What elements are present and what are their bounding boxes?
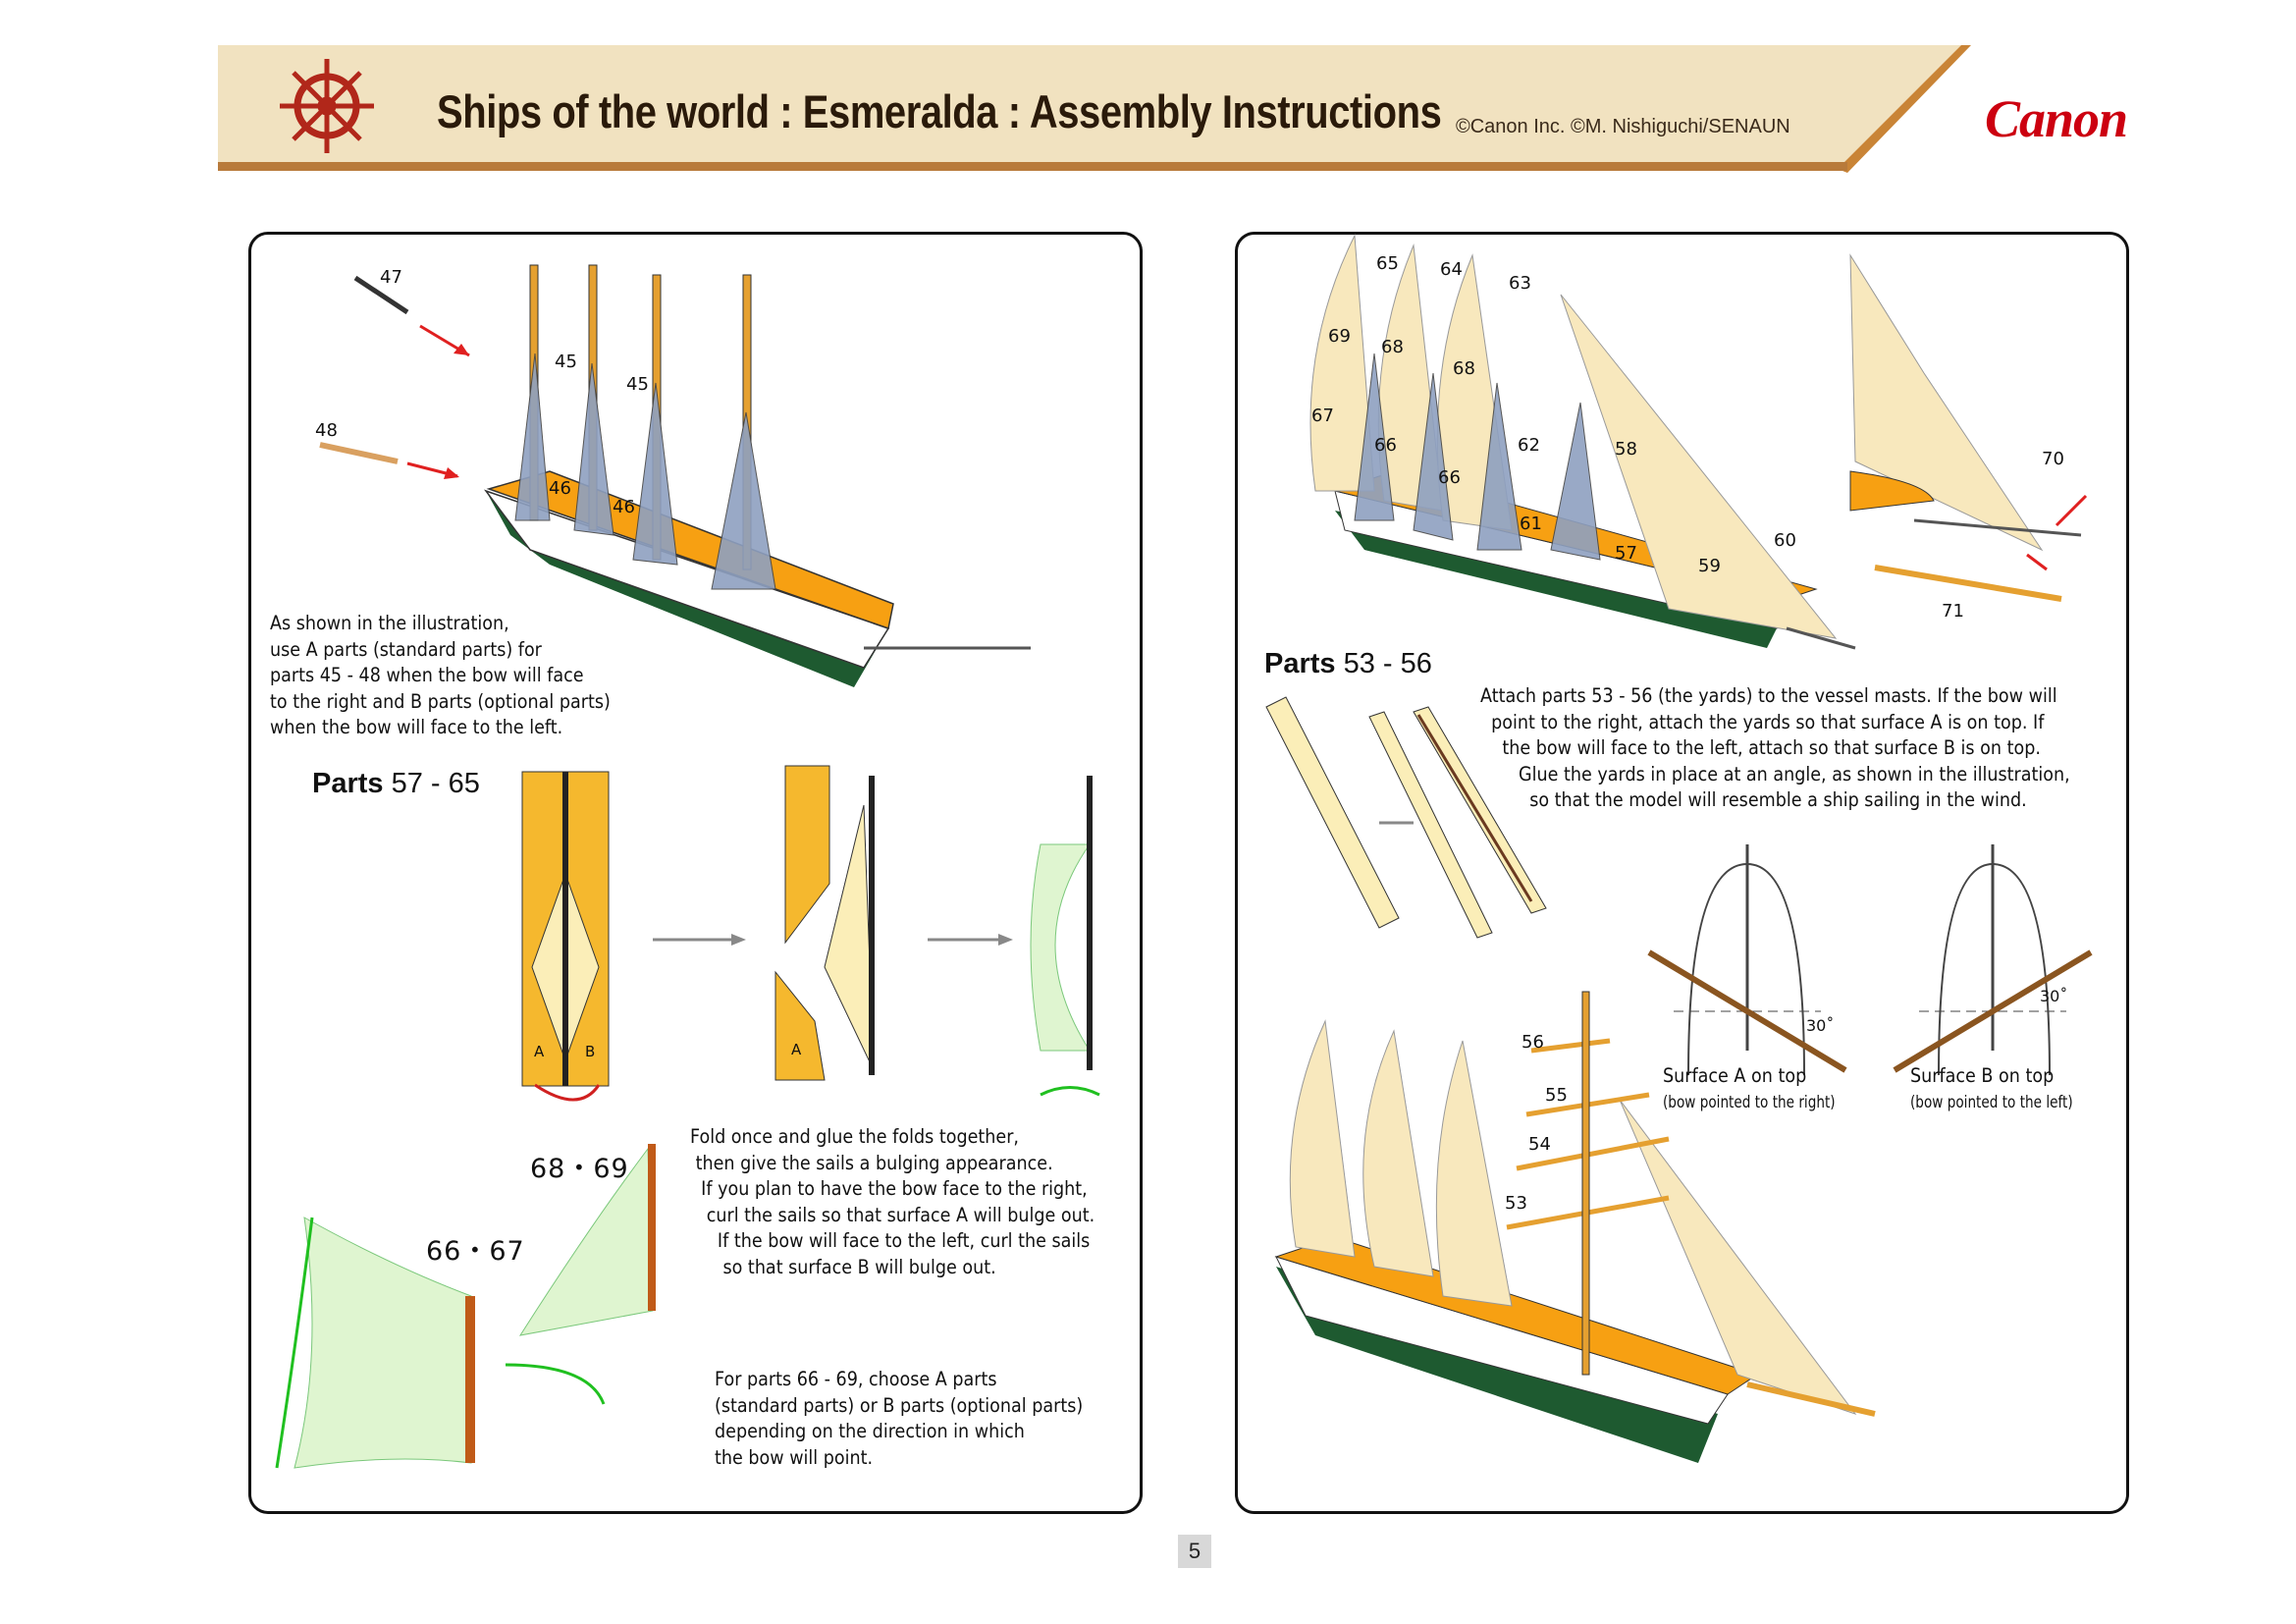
mast-angle-diagram-a [1647, 844, 1847, 1076]
sail-curled-illustration [1030, 776, 1100, 1097]
part-label-71: 71 [1942, 601, 1964, 622]
parts-word: Parts [312, 768, 384, 799]
surface-a-label: Surface A on top [1663, 1064, 1807, 1087]
ship-illustration-sails [1309, 234, 1856, 650]
surface-b-note: (bow pointed to the left) [1910, 1093, 2073, 1112]
part-label-70: 70 [2042, 449, 2064, 469]
part-label-45b: 45 [626, 374, 649, 395]
sail-label: 61 [1520, 514, 1542, 534]
ship-wheel-icon [280, 59, 374, 153]
surface-b-label: Surface B on top [1910, 1064, 2055, 1087]
sail-label: 58 [1615, 439, 1637, 460]
sail-unfolded-illustration [521, 771, 610, 1102]
sail-label: 69 [1328, 326, 1351, 347]
page-number: 5 [1178, 1535, 1211, 1568]
sail-label: 57 [1615, 543, 1637, 564]
ship-illustration-yards [1274, 991, 1876, 1463]
fold-label-b: B [585, 1043, 596, 1060]
part-label-55: 55 [1545, 1085, 1568, 1106]
intro-text: As shown in the illustration, use A part… [270, 612, 611, 738]
parts-word: Parts [1264, 648, 1336, 679]
part-label-66-67: 66・67 [426, 1236, 525, 1267]
part-label-68-69: 68・69 [530, 1154, 629, 1184]
sail-label: 68 [1381, 337, 1404, 357]
part-label-45a: 45 [555, 352, 577, 372]
parts-57-65-heading: Parts 57 - 65 [312, 768, 480, 800]
surface-a-note: (bow pointed to the right) [1663, 1093, 1836, 1112]
sail-label: 59 [1698, 556, 1721, 576]
ship-illustration-top-left [319, 264, 1031, 687]
page-title: Ships of the world : Esmeralda : Assembl… [437, 85, 1442, 137]
parts-range: 53 - 56 [1343, 648, 1432, 679]
angle-label-a: 30˚ [1806, 1016, 1835, 1035]
sail-label: 66 [1438, 467, 1461, 488]
choose-parts-text: For parts 66 - 69, choose A parts (stand… [715, 1368, 1084, 1469]
part-label-56: 56 [1522, 1032, 1544, 1053]
sail-label: 67 [1311, 406, 1334, 426]
sail-68-69-illustration [505, 1144, 656, 1405]
yard-parts-illustration [1265, 696, 1547, 939]
fold-label-a: A [534, 1043, 545, 1060]
sail-label: 68 [1453, 358, 1475, 379]
sail-fold-step-2 [774, 765, 875, 1081]
part-label-54: 54 [1528, 1134, 1551, 1155]
page-header: Ships of the world : Esmeralda : Assembl… [0, 0, 2296, 177]
parts-53-56-heading: Parts 53 - 56 [1264, 648, 1432, 680]
part-label-47: 47 [380, 267, 402, 288]
parts-range: 57 - 65 [391, 768, 480, 799]
part-label-46a: 46 [549, 478, 571, 499]
sail-66-67-illustration [275, 1217, 475, 1469]
header-banner [218, 45, 1971, 173]
sail-label: 60 [1774, 530, 1796, 551]
sail-label: 64 [1440, 259, 1463, 280]
sail-label: 63 [1509, 273, 1531, 294]
fold-label-a2: A [791, 1041, 802, 1058]
sail-label: 66 [1374, 435, 1397, 456]
yards-instructions: Attach parts 53 - 56 (the yards) to the … [1480, 684, 2070, 811]
copyright-text: ©Canon Inc. ©M. Nishiguchi/SENAUN [1456, 116, 1790, 137]
bow-detail-illustration [1849, 253, 2088, 602]
part-label-53: 53 [1505, 1193, 1527, 1214]
angle-label-b: 30˚ [2040, 987, 2068, 1005]
mast-angle-diagram-b [1893, 844, 2093, 1076]
part-label-48: 48 [315, 420, 338, 441]
part-label-46b: 46 [613, 497, 635, 517]
sail-label: 62 [1518, 435, 1540, 456]
sail-label: 65 [1376, 253, 1399, 274]
fold-instructions: Fold once and glue the folds together, t… [690, 1125, 1095, 1278]
canon-logo: Canon [1985, 89, 2128, 148]
